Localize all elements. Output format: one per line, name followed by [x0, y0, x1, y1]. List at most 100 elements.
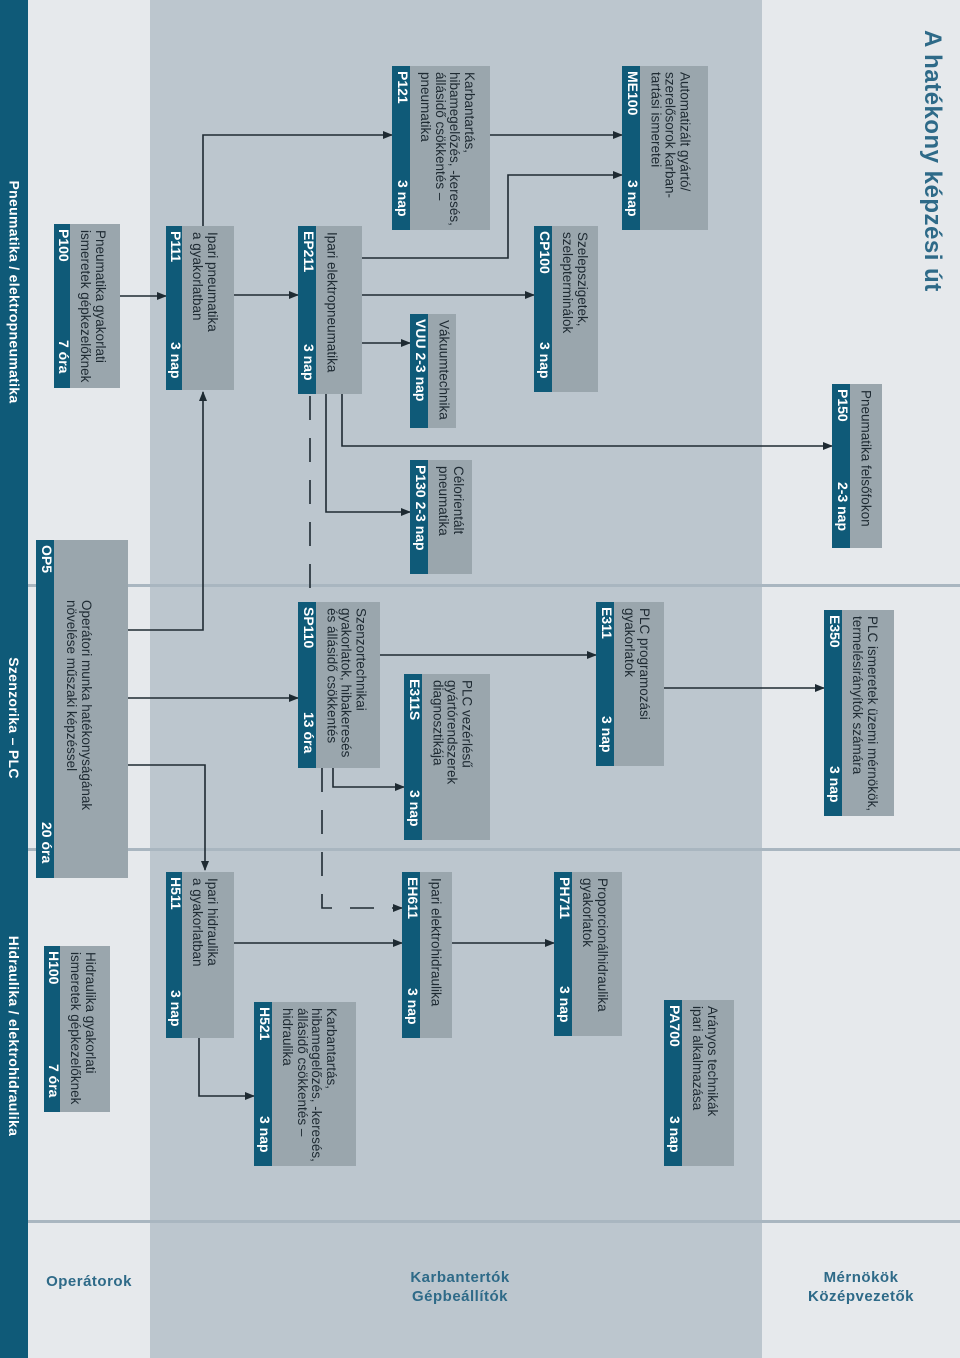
arrow-ep211-me100	[362, 171, 623, 259]
course-code: H521	[257, 1007, 273, 1041]
lane-divider	[0, 1220, 960, 1223]
course-code-strip	[166, 226, 182, 390]
course-description-line: gyakorlatok, hibakeresés	[339, 608, 354, 758]
course-code: E311S	[407, 679, 423, 721]
course-code: PH711	[557, 877, 573, 920]
arrow-p111-p121	[202, 131, 393, 226]
course-code: EP211	[301, 231, 317, 273]
course-code-strip	[166, 872, 182, 1038]
course-description-line: Arányos technikák	[705, 1006, 720, 1117]
course-code: P150	[835, 389, 851, 422]
course-description-line: hidraulika	[280, 1008, 296, 1066]
course-duration: 3 nap	[301, 344, 317, 381]
course-box-p150[interactable]: Pneumatika felsőfokon P150 2-3 nap	[832, 384, 882, 548]
course-description: Vákuumtechnika	[436, 320, 452, 420]
arrow-h511-h521	[198, 1038, 255, 1100]
course-description: Karbantartás,hibamegelőzés, -keresés,áll…	[280, 1008, 340, 1162]
course-description-line: Vákuumtechnika	[436, 320, 452, 420]
course-description-line: Operátori munka hatékonyságának	[79, 600, 94, 811]
course-code-strip	[36, 540, 54, 878]
course-duration: 3 nap	[557, 986, 573, 1023]
course-duration: 3 nap	[599, 716, 615, 753]
course-description-line: Ipari elektropneumatika	[324, 232, 340, 373]
course-code-strip	[832, 384, 850, 548]
lane-band	[0, 0, 28, 1358]
course-description-line: PLC ismeretek üzemi mérnökök,	[865, 616, 880, 812]
course-box-h521[interactable]: Karbantartás,hibamegelőzés, -keresés,áll…	[254, 1002, 356, 1166]
course-description-line: Proporcionálhidraulika	[595, 878, 610, 1012]
course-code-strip	[554, 872, 572, 1036]
course-code: P130 2-3 nap	[413, 465, 429, 551]
course-description-line: szerelősorok karban-	[663, 72, 678, 199]
course-code-strip	[824, 610, 842, 816]
course-description-line: tartási ismeretei	[648, 72, 664, 168]
course-description-line: PLC programozási	[637, 608, 652, 720]
course-description: Pneumatika felsőfokon	[858, 390, 874, 527]
course-box-eh611[interactable]: Ipari elektrohidraulika EH611 3 nap	[402, 872, 452, 1038]
course-code: CP100	[537, 231, 553, 274]
column-label-operators: Operátorok	[28, 1272, 150, 1291]
course-description-line: ismeretek gépkezelőknek	[78, 230, 94, 383]
course-box-e350[interactable]: PLC ismeretek üzemi mérnökök,termelésirá…	[824, 610, 894, 816]
course-duration: 3 nap	[827, 766, 843, 803]
course-duration: 3 nap	[667, 1116, 683, 1153]
course-code-strip	[254, 1002, 272, 1166]
course-duration: 3 nap	[537, 342, 553, 379]
dashed-sp110-eh611	[321, 768, 403, 912]
course-box-me100[interactable]: Automatizált gyártó/szerelősorok karban-…	[622, 66, 708, 230]
course-description: Ipari elektrohidraulika	[428, 878, 444, 1006]
course-code: E311	[599, 607, 615, 639]
course-code-strip	[402, 872, 420, 1038]
label-text: Karbantertók	[410, 1269, 510, 1286]
course-duration: 3 nap	[625, 180, 641, 217]
course-duration: 3 nap	[168, 342, 184, 379]
lane-divider	[0, 848, 960, 851]
course-description-line: termelésirányítók számára	[850, 616, 866, 775]
course-description-line: PLC vezérlésű	[459, 680, 475, 768]
course-box-vuu[interactable]: Vákuumtechnika VUU 2-3 nap	[410, 314, 456, 428]
arrow-sp110-e311s	[332, 768, 405, 791]
course-duration: 13 óra	[301, 712, 317, 754]
course-box-ep211[interactable]: Ipari elektropneumatika EP211 3 nap	[298, 226, 362, 394]
course-code-strip	[404, 674, 422, 840]
course-description-line: gyakorlatok	[622, 608, 638, 678]
course-box-p121[interactable]: Karbantartás,hibamegelőzés, -keresés,áll…	[392, 66, 490, 230]
course-box-cp100[interactable]: Szelepszigetek,szelepterminálok CP100 3 …	[534, 226, 598, 392]
course-code: PA700	[667, 1005, 683, 1047]
course-description-line: Ipari pneumatika	[205, 232, 220, 332]
course-duration: 3 nap	[257, 1116, 273, 1153]
course-description-line: szelepterminálok	[560, 232, 576, 334]
course-description-line: Szenzortechnikai	[353, 608, 369, 711]
course-code: H511	[168, 877, 184, 910]
arrow-ep211-p130	[325, 392, 411, 516]
course-description: PLC ismeretek üzemi mérnökök,termelésirá…	[850, 616, 881, 812]
course-description-line: Pneumatika felsőfokon	[858, 390, 874, 527]
course-description-line: növelése műszaki képzéssel	[64, 600, 80, 772]
course-description-line: és állásidő csökkentés	[324, 608, 340, 744]
course-duration: 3 nap	[405, 988, 421, 1025]
course-description: Automatizált gyártó/szerelősorok karban-…	[648, 72, 693, 199]
label-text: Operátorok	[46, 1273, 132, 1290]
